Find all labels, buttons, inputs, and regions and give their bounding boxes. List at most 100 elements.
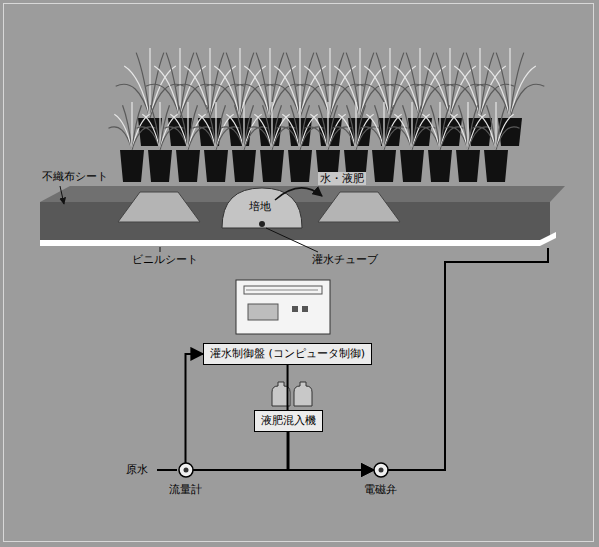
leaf (188, 127, 212, 150)
leaf (375, 105, 384, 150)
medium-dome (222, 188, 302, 228)
valve-symbol: 電磁弁 (364, 462, 397, 497)
leaf (319, 105, 328, 150)
leaf (328, 127, 352, 150)
potted-plant (136, 102, 183, 182)
leaf (509, 48, 510, 118)
box-label: 液肥混入機 (261, 414, 316, 428)
pot (120, 150, 144, 182)
potted-plant (444, 102, 491, 182)
potted-plant (388, 102, 435, 182)
part-label: 培地 (249, 200, 271, 213)
potted-plant (476, 48, 545, 146)
leaf (132, 127, 156, 150)
panel-line (246, 290, 318, 291)
part-label: 灌水チューブ (312, 253, 378, 266)
leaf (449, 48, 450, 118)
leaf (510, 84, 544, 118)
leaf (207, 105, 216, 150)
pot (456, 150, 480, 182)
leaf (216, 127, 240, 150)
potted-plant (108, 102, 155, 182)
leaf (431, 105, 440, 150)
leaf (291, 105, 300, 150)
process-box: 液肥混入機 (254, 410, 323, 432)
bottle (294, 382, 312, 406)
potted-plant (220, 102, 267, 182)
pot (260, 150, 284, 182)
box-label: 灌水制御盤 (コンピュータ制御) (210, 347, 365, 361)
leaf (296, 84, 330, 118)
leaf (440, 127, 464, 150)
leaf (510, 66, 536, 118)
leaf (239, 48, 240, 118)
leaf (272, 127, 296, 150)
leaf (326, 84, 360, 118)
leaf (209, 48, 210, 118)
potted-plant (192, 102, 239, 182)
leaf (389, 48, 390, 118)
leaf (359, 48, 360, 118)
vinyl-strip-end (540, 232, 556, 246)
pot (148, 150, 172, 182)
leaf (266, 84, 300, 118)
pot (484, 150, 508, 182)
leaf (496, 127, 520, 150)
pot (400, 150, 424, 182)
sheet-mound (118, 192, 200, 222)
leaf (459, 105, 468, 150)
leaf (412, 127, 436, 150)
potted-plant (360, 102, 407, 182)
leader-line (266, 228, 318, 252)
pot (468, 118, 492, 146)
leaf (269, 48, 270, 118)
panel-button (302, 306, 308, 312)
symbol-label: 電磁弁 (364, 482, 397, 497)
symbol-label: 流量計 (169, 482, 202, 497)
potted-plants (108, 48, 544, 182)
leaf (476, 84, 510, 118)
leaf (123, 105, 132, 150)
irrigation-tube (259, 221, 265, 227)
panel-keys (248, 304, 278, 320)
gauge-circle (373, 462, 389, 478)
pot (232, 150, 256, 182)
part-label: 水・液肥 (318, 172, 366, 185)
panel-button (292, 306, 298, 312)
leaf (384, 127, 408, 150)
pot (428, 150, 452, 182)
leaf (149, 48, 150, 118)
leaf (300, 127, 324, 150)
panel-display (244, 286, 322, 294)
valve-symbol: 流量計 (169, 462, 202, 497)
part-label: 原水 (126, 463, 148, 476)
leaf (146, 84, 180, 118)
leaf (356, 127, 380, 150)
leaf (160, 127, 184, 150)
leaf (116, 84, 150, 118)
leaf (329, 48, 330, 118)
leader-line (160, 247, 161, 252)
potted-plant (332, 102, 379, 182)
leaf (468, 127, 492, 150)
panel-picture (236, 280, 330, 334)
leaf (179, 105, 188, 150)
pot (204, 150, 228, 182)
process-box: 灌水制御盤 (コンピュータ制御) (203, 343, 372, 365)
pipe-connector (186, 354, 204, 463)
potted-plant (472, 102, 519, 182)
leaf (403, 105, 412, 150)
raw-water-pipe (157, 469, 177, 471)
leaf (479, 48, 480, 118)
leaf (496, 53, 510, 118)
sheet-mound (318, 192, 400, 222)
part-label: 不織布シート (42, 170, 108, 183)
potted-plant (164, 102, 211, 182)
pipe-connector (289, 432, 374, 470)
gauge-circle (178, 462, 194, 478)
supply-pipe (388, 248, 548, 470)
potted-plant (416, 102, 463, 182)
leader-line (60, 186, 64, 204)
leaf (263, 105, 272, 150)
